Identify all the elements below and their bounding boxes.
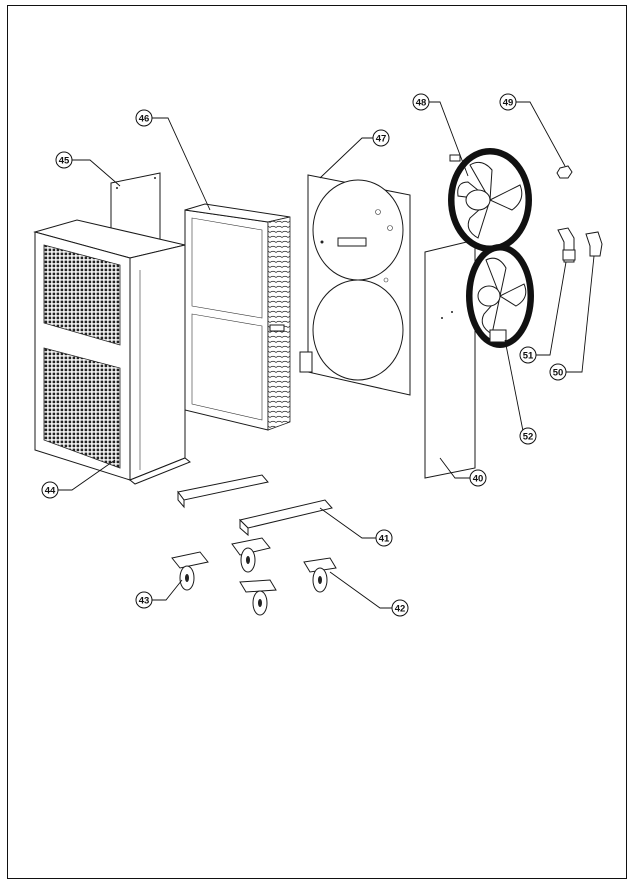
callout-49: 49 [499,93,517,111]
callout-label: 51 [523,350,534,361]
part-43-caster [171,551,209,591]
callout-label: 40 [473,473,484,484]
callout-circle [55,151,73,169]
part-51-fitting [557,227,576,263]
callout-circle [519,346,537,364]
callout-circle [135,109,153,127]
callout-label: 46 [139,113,150,124]
callout-51: 51 [519,346,537,364]
part-42-caster [303,557,337,593]
part-46-coil [184,203,291,431]
callout-circle [391,599,409,617]
callout-label: 47 [376,133,387,144]
part-caster-2 [231,537,271,573]
callout-bubbles: 44 45 46 47 48 49 50 51 52 40 41 42 43 [41,93,567,617]
callout-label: 48 [416,97,427,108]
callout-46: 46 [135,109,153,127]
drawing-frame [7,5,627,879]
part-49-nut [556,165,573,179]
callout-circle [135,591,153,609]
callout-circle [499,93,517,111]
leader-lines [58,101,595,609]
callout-52: 52 [519,427,537,445]
callout-circle [469,469,487,487]
callout-42: 42 [391,599,409,617]
part-50-fitting [585,231,603,257]
callout-47: 47 [372,129,390,147]
callout-circle [412,93,430,111]
callout-45: 45 [55,151,73,169]
callout-44: 44 [41,481,59,499]
callout-label: 43 [139,595,150,606]
callout-40: 40 [469,469,487,487]
callout-label: 49 [503,97,514,108]
callout-circle [375,529,393,547]
callout-41: 41 [375,529,393,547]
callout-label: 41 [379,533,390,544]
callout-48: 48 [412,93,430,111]
callout-circle [372,129,390,147]
part-40-rear-panel [424,239,476,479]
callout-label: 52 [523,431,534,442]
callout-circle [519,427,537,445]
callout-label: 44 [45,485,56,496]
callout-label: 50 [553,367,564,378]
callout-circle [41,481,59,499]
callout-label: 42 [395,603,406,614]
callout-label: 45 [59,155,70,166]
callout-50: 50 [549,363,567,381]
part-caster-3 [239,579,277,616]
part-52-fan [466,244,534,348]
part-41-rails [177,474,333,537]
part-48-fan [448,148,532,252]
part-47-fan-plate [299,174,411,396]
part-44-housing [33,219,191,485]
callout-43: 43 [135,591,153,609]
callout-circle [549,363,567,381]
